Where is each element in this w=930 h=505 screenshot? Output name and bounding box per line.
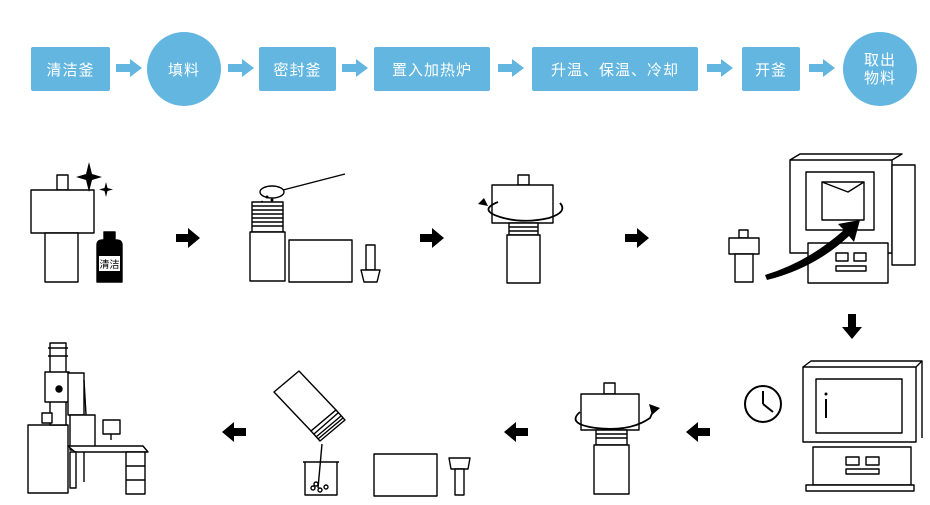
- arrow-down-icon: [842, 314, 862, 339]
- cleaner-bottle-label: 清洁: [100, 258, 120, 271]
- sparkle-icon: [76, 162, 113, 197]
- arrow-right-icon: [342, 59, 368, 77]
- vessel-body: [373, 453, 438, 497]
- liner-cup: [249, 201, 286, 282]
- arrow-right-icon: [116, 59, 142, 77]
- step-place-in-furnace: 置入加热炉: [374, 47, 490, 91]
- step-fill-material: 填料: [147, 32, 221, 106]
- take-out-material-scene: [273, 370, 471, 497]
- lid-icon: [360, 244, 381, 283]
- clean-vessel-scene: 清洁: [30, 162, 123, 283]
- furnace-icon: [802, 360, 923, 492]
- arrow-left-icon: [504, 422, 528, 442]
- rotation-arrow-icon: [478, 198, 488, 206]
- arrow-right-icon: [420, 228, 444, 248]
- step-label: 密封釜: [273, 60, 322, 79]
- insert-arrow-icon: [765, 220, 860, 280]
- arrow-right-icon: [498, 59, 524, 77]
- step-take-out-material: 取出 物料: [843, 32, 917, 106]
- rotation-arrow-icon: [649, 404, 660, 415]
- step-label: 升温、保温、冷却: [550, 60, 679, 79]
- arrow-right-icon: [176, 228, 200, 248]
- cleaner-bottle-icon: [96, 231, 123, 283]
- step-label: 置入加热炉: [391, 60, 472, 79]
- step-clean-vessel: 清洁釜: [31, 47, 110, 91]
- step-label-line2: 物料: [863, 69, 896, 87]
- step-heat-hold-cool: 升温、保温、冷却: [532, 47, 698, 91]
- lid-icon: [448, 457, 471, 496]
- open-vessel-scene: [574, 382, 660, 495]
- step-open-vessel: 开釜: [742, 47, 800, 91]
- arrow-right-icon: [625, 228, 649, 248]
- vessel-body: [288, 239, 353, 283]
- arrow-right-icon: [707, 59, 733, 77]
- beaker-icon: [303, 461, 339, 496]
- liner-cup: [273, 370, 346, 442]
- analysis-instrument-scene: [27, 342, 149, 495]
- spoon-icon: [259, 173, 346, 204]
- heat-hold-cool-scene: [744, 360, 923, 492]
- arrow-left-icon: [222, 422, 246, 442]
- step-label-line1: 取出: [863, 51, 896, 69]
- seal-vessel-scene: [478, 174, 564, 284]
- arrow-right-icon: [228, 59, 254, 77]
- fill-material-scene: [249, 173, 381, 283]
- step-label: 清洁釜: [46, 60, 95, 79]
- step-label: 填料: [167, 60, 200, 79]
- place-in-furnace-scene: [728, 153, 916, 284]
- furnace-icon: [789, 153, 916, 284]
- step-seal-vessel: 密封釜: [259, 47, 336, 91]
- arrow-right-icon: [809, 59, 835, 77]
- clock-icon: [744, 385, 782, 423]
- monitor-icon: [102, 419, 121, 440]
- step-label: 开釜: [754, 60, 787, 79]
- arrow-left-icon: [686, 422, 710, 442]
